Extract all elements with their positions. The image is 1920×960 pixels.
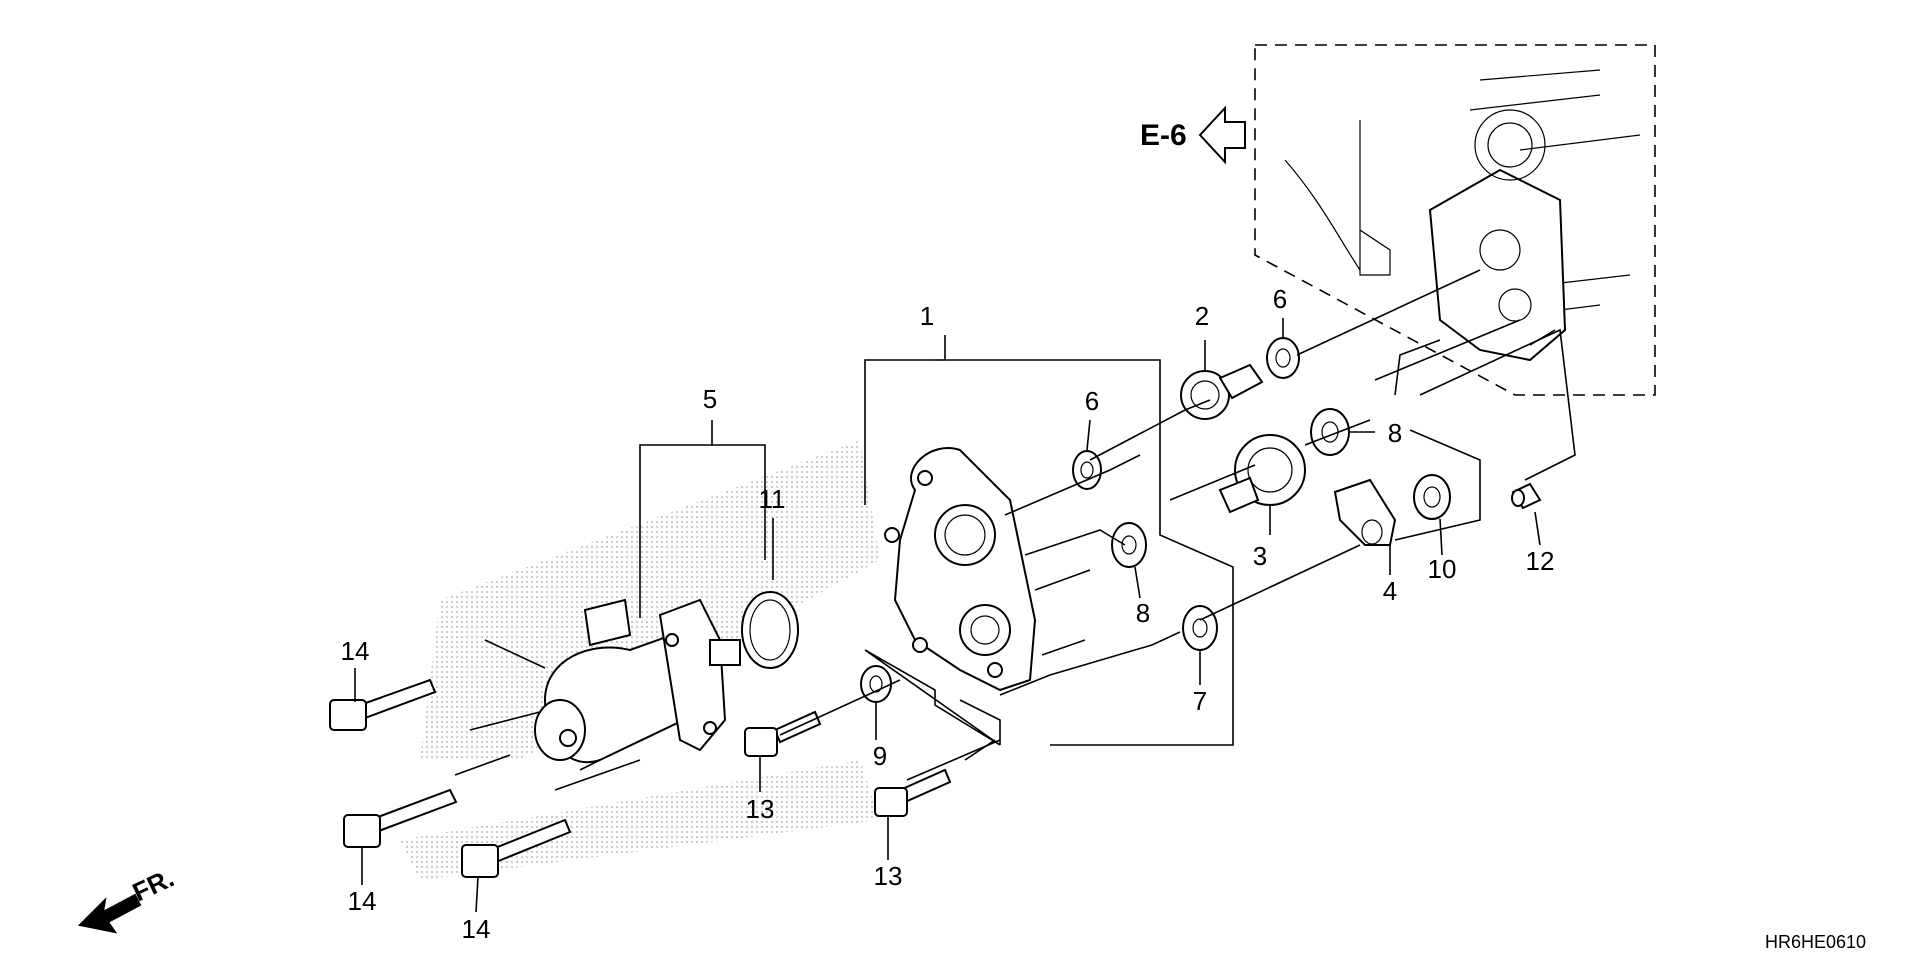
gear-2 xyxy=(1180,363,1264,420)
o-ring-inner xyxy=(749,599,791,661)
reference-label: E-6 xyxy=(1140,119,1187,152)
starter-motor xyxy=(534,598,741,764)
front-direction-arrow: FR. xyxy=(77,863,179,934)
callout-9: 9 xyxy=(873,741,887,771)
callout-6-upper: 6 xyxy=(1273,284,1287,314)
callout-14-bottom: 14 xyxy=(462,914,491,944)
callout-7: 7 xyxy=(1193,686,1207,716)
assembly-lines xyxy=(454,269,1576,791)
bearing-8-lower xyxy=(1111,522,1147,568)
sector-gear-4 xyxy=(1333,478,1397,546)
callout-6-lower: 6 xyxy=(1085,386,1099,416)
dowel-pin-12 xyxy=(1511,482,1542,510)
callout-8-upper: 8 xyxy=(1388,418,1402,448)
callout-5: 5 xyxy=(703,384,717,414)
callout-10: 10 xyxy=(1428,554,1457,584)
callout-8-lower: 8 xyxy=(1136,598,1150,628)
bolt-13-right xyxy=(874,768,952,817)
gear-3 xyxy=(1218,434,1306,514)
callout-14-top: 14 xyxy=(341,636,370,666)
bearing-7 xyxy=(1182,605,1218,651)
bolt-14-middle xyxy=(343,788,458,848)
callout-leaders xyxy=(354,318,1541,913)
callout-4: 4 xyxy=(1383,576,1397,606)
bearing-6-upper xyxy=(1266,337,1300,379)
bearing-8-upper xyxy=(1310,408,1350,456)
bearing-10 xyxy=(1413,474,1451,520)
callout-12: 12 xyxy=(1526,546,1555,576)
callout-labels: 1 2 3 4 5 6 6 7 8 8 9 10 11 12 13 13 14 … xyxy=(341,284,1555,944)
bolt-14-bottom xyxy=(461,818,572,878)
callout-14-middle: 14 xyxy=(348,886,377,916)
engine-case-region xyxy=(1254,44,1656,396)
callout-13-right: 13 xyxy=(874,861,903,891)
callout-1: 1 xyxy=(920,301,934,331)
callout-2: 2 xyxy=(1195,301,1209,331)
bolt-14-top xyxy=(329,678,437,731)
reference-arrow: E-6 xyxy=(1140,105,1246,165)
callout-13-left: 13 xyxy=(746,794,775,824)
callout-3: 3 xyxy=(1253,541,1267,571)
gear-case-cover xyxy=(884,447,1037,692)
bearing-6-lower xyxy=(1072,450,1102,490)
callout-11: 11 xyxy=(759,484,786,514)
o-ring xyxy=(741,591,799,669)
diagram-code: HR6HE0610 xyxy=(1765,932,1866,952)
